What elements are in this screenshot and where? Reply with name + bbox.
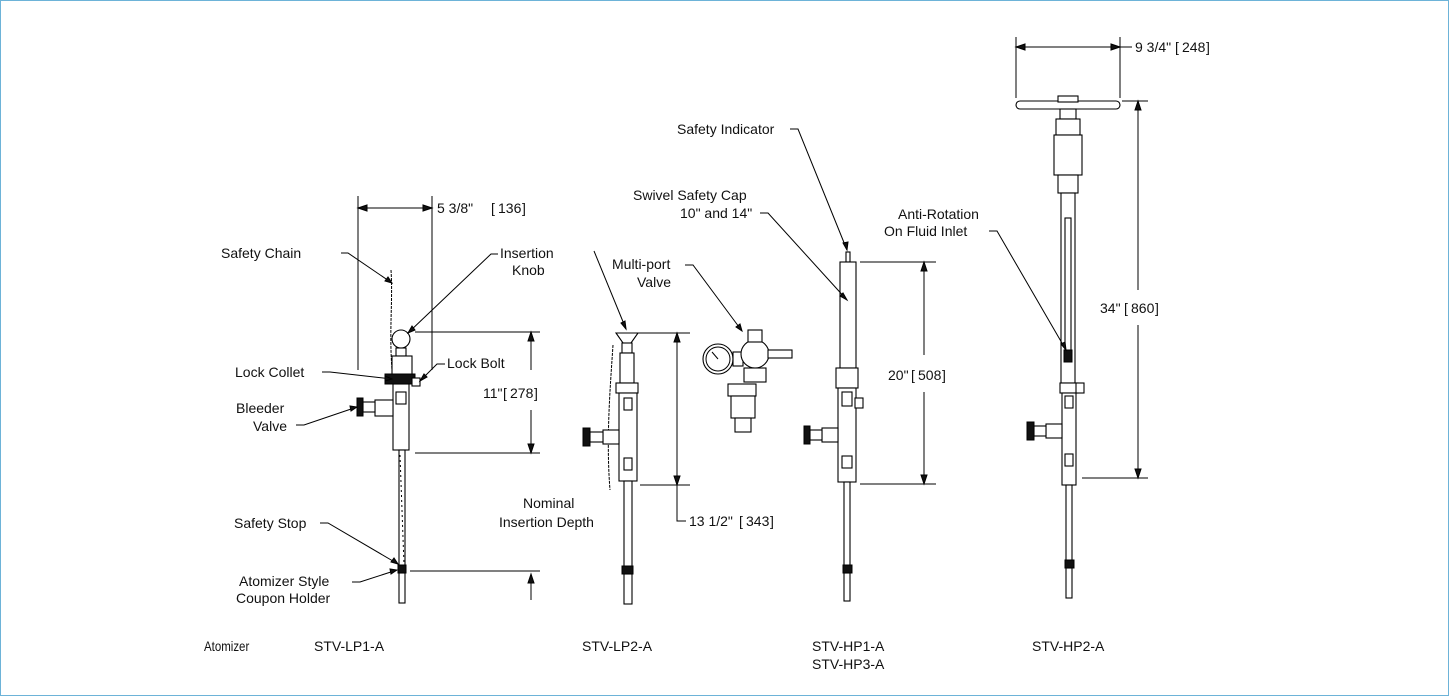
hp1-assembly: 20" [ 508 ] Safety Indicator Swivel Safe… [633, 121, 946, 602]
svg-text:[: [ [1175, 39, 1179, 55]
callout-safety-indicator: Safety Indicator [677, 121, 775, 137]
callout-atomizer-holder-1: Atomizer Style [239, 573, 329, 589]
label-stv-hp3-a: STV-HP3-A [812, 656, 885, 672]
callout-bleeder-valve-1: Bleeder [236, 400, 285, 416]
svg-text:]: ] [1155, 300, 1159, 316]
hp2-assembly: 9 3/4" [ 248 ] 34" [ 860 ] Anti-Rotation… [884, 37, 1210, 599]
callout-multiport-1: Multi-port [612, 256, 670, 272]
hp2-width-imperial: 9 3/4" [1135, 39, 1171, 55]
hp2-height-metric: 860 [1131, 300, 1155, 316]
callout-insertion-knob-1: Insertion [500, 245, 554, 261]
lp2-depth-imperial: 13 1/2" [689, 513, 733, 529]
hp2-width-metric: 248 [1182, 39, 1206, 55]
callout-atomizer-holder-2: Coupon Holder [236, 590, 331, 606]
lp1-width-metric: 136 [498, 200, 522, 216]
callout-safety-stop: Safety Stop [234, 515, 307, 531]
callout-safety-chain: Safety Chain [221, 245, 301, 261]
callout-swivel-cap-1: Swivel Safety Cap [633, 187, 747, 203]
lp2-depth-metric: 343 [746, 513, 770, 529]
lp2-assembly: 13 1/2" [ 343 ] Multi-port Valve Nominal… [499, 250, 793, 605]
callout-swivel-cap-2: 10" and 14" [680, 205, 752, 221]
svg-text:[: [ [739, 513, 743, 529]
lp1-assembly: 5 3/8" [ 136 ] 11" [ 278 ] [221, 196, 554, 606]
lp1-height-imperial: 11" [483, 385, 503, 401]
label-stv-lp2-a: STV-LP2-A [582, 638, 653, 654]
callout-lock-bolt: Lock Bolt [447, 355, 505, 371]
callout-anti-rotation-1: Anti-Rotation [898, 206, 979, 222]
svg-text:[: [ [503, 385, 507, 401]
callout-insertion-knob-2: Knob [512, 262, 545, 278]
label-stv-hp1-a: STV-HP1-A [812, 638, 885, 654]
callout-nominal-depth-2: Insertion Depth [499, 514, 594, 530]
callout-nominal-depth-1: Nominal [523, 495, 574, 511]
callout-bleeder-valve-2: Valve [253, 418, 287, 434]
callout-multiport-2: Valve [637, 274, 671, 290]
svg-text:]: ] [942, 367, 946, 383]
svg-text:]: ] [534, 385, 538, 401]
callout-anti-rotation-2: On Fluid Inlet [884, 223, 967, 239]
label-stv-lp1-a: STV-LP1-A [314, 638, 385, 654]
lp1-width-imperial: 5 3/8" [437, 200, 473, 216]
svg-text:]: ] [522, 200, 526, 216]
svg-text:[: [ [911, 367, 915, 383]
svg-text:]: ] [770, 513, 774, 529]
svg-text:[: [ [491, 200, 495, 216]
callout-lock-collet: Lock Collet [235, 364, 304, 380]
hp1-height-imperial: 20" [888, 367, 909, 383]
hp1-height-metric: 508 [918, 367, 942, 383]
label-stv-hp2-a: STV-HP2-A [1032, 638, 1105, 654]
svg-text:[: [ [1124, 300, 1128, 316]
lp1-height-metric: 278 [510, 385, 534, 401]
label-atomizer: Atomizer [204, 638, 250, 654]
hp2-height-imperial: 34" [1100, 300, 1121, 316]
svg-text:]: ] [1206, 39, 1210, 55]
